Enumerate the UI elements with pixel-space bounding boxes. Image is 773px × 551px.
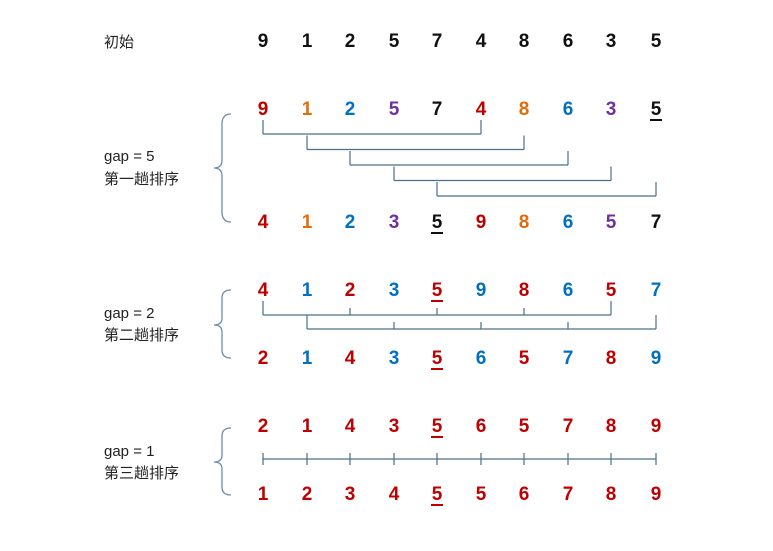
pass-1-after-value-5: 9: [476, 212, 487, 233]
pass-2-after-value-5: 6: [476, 348, 487, 369]
pass-3-after-value-6: 6: [519, 484, 530, 505]
pass-2-before-value-9: 7: [651, 280, 662, 301]
pass-2-after-value-2: 4: [345, 348, 356, 369]
pass-3-after-value-4: 5: [432, 484, 443, 505]
pass-1-after-value-0: 4: [258, 212, 269, 233]
pass-3-before-value-3: 3: [389, 416, 400, 437]
pass-1-brace: [213, 113, 232, 223]
pass-1-group-lines: [262, 120, 657, 197]
pass-2-after-row: 2 1 4 3 5 6 5 7 8 9: [258, 348, 662, 370]
pass-1: gap = 5 第一趟排序 9 1 2 5 7 4 8 6 3 5 4 1 2 3 5 9 8 6 5 7: [104, 99, 662, 234]
initial-value-8: 3: [606, 31, 617, 52]
pass-3-after-value-7: 7: [563, 484, 574, 505]
pass-3-after-value-0: 1: [258, 484, 269, 505]
initial-value-6: 8: [519, 31, 530, 52]
pass-1-before-value-5: 4: [476, 99, 487, 120]
pass-2-before-value-0: 4: [258, 280, 269, 301]
pass-2-before-value-1: 1: [302, 280, 313, 301]
pass-3-after-value-9: 9: [651, 484, 662, 505]
pass-3-gap-label: gap = 1: [104, 443, 154, 460]
initial-value-9: 5: [651, 31, 662, 52]
pass-3: gap = 1 第三趟排序 2 1 4 3 5 6 5 7 8 9 1 2 3 4 5 5 6 7 8 9: [104, 416, 662, 506]
initial-value-7: 6: [563, 31, 574, 52]
pass-2-after-value-0: 2: [258, 348, 269, 369]
initial-row: 9 1 2 5 7 4 8 6 3 5: [258, 31, 662, 52]
pass-2-group-lines: [262, 301, 657, 330]
pass-1-before-value-8: 3: [606, 99, 617, 120]
pass-1-before-value-1: 1: [302, 99, 313, 120]
pass-3-after-row: 1 2 3 4 5 5 6 7 8 9: [258, 484, 662, 506]
pass-2-before-value-7: 6: [563, 280, 574, 301]
initial-value-2: 2: [345, 31, 356, 52]
pass-3-brace: [213, 427, 232, 496]
pass-2-after-value-3: 3: [389, 348, 400, 369]
pass-2-after-value-4: 5: [432, 348, 443, 369]
pass-2-before-value-3: 3: [389, 280, 400, 301]
pass-1-before-value-6: 8: [519, 99, 530, 120]
pass-2: gap = 2 第二趟排序 4 1 2 3 5 9 8 6 5 7 2 1 4 3 5 6 5 7 8 9: [104, 280, 662, 370]
pass-2-before-value-4: 5: [432, 280, 443, 301]
pass-1-after-value-9: 7: [651, 212, 662, 233]
pass-2-before-value-8: 5: [606, 280, 617, 301]
pass-2-after-value-9: 9: [651, 348, 662, 369]
pass-3-before-row: 2 1 4 3 5 6 5 7 8 9: [258, 416, 662, 438]
initial-value-4: 7: [432, 31, 443, 52]
pass-1-before-value-3: 5: [389, 99, 400, 120]
initial-value-0: 9: [258, 31, 269, 52]
pass-3-after-value-1: 2: [302, 484, 313, 505]
pass-3-before-value-2: 4: [345, 416, 356, 437]
pass-2-before-value-5: 9: [476, 280, 487, 301]
pass-1-after-row: 4 1 2 3 5 9 8 6 5 7: [258, 212, 662, 234]
pass-1-before-value-7: 6: [563, 99, 574, 120]
pass-2-gap-label: gap = 2: [104, 305, 154, 322]
pass-1-before-value-0: 9: [258, 99, 269, 120]
pass-1-label: 第一趟排序: [104, 170, 179, 188]
pass-1-after-value-2: 2: [345, 212, 356, 233]
pass-3-after-value-5: 5: [476, 484, 487, 505]
pass-3-group-lines: [262, 453, 657, 465]
pass-3-before-value-4: 5: [432, 416, 443, 437]
pass-3-label: 第三趟排序: [104, 464, 179, 482]
pass-1-after-value-4: 5: [432, 212, 443, 233]
pass-3-after-value-3: 4: [389, 484, 400, 505]
pass-1-gap-label: gap = 5: [104, 148, 154, 165]
initial-value-1: 1: [302, 31, 313, 52]
initial-label: 初始: [104, 34, 134, 51]
pass-2-after-value-7: 7: [563, 348, 574, 369]
initial-value-5: 4: [476, 31, 487, 52]
pass-2-label: 第二趟排序: [104, 326, 179, 344]
pass-2-before-row: 4 1 2 3 5 9 8 6 5 7: [258, 280, 662, 302]
pass-1-after-value-3: 3: [389, 212, 400, 233]
pass-1-before-row: 9 1 2 5 7 4 8 6 3 5: [258, 99, 662, 121]
pass-1-after-value-7: 6: [563, 212, 574, 233]
pass-1-before-value-4: 7: [432, 99, 443, 120]
pass-1-before-value-9: 5: [651, 99, 662, 120]
pass-2-after-value-6: 5: [519, 348, 530, 369]
pass-1-before-value-2: 2: [345, 99, 356, 120]
pass-1-after-value-6: 8: [519, 212, 530, 233]
pass-2-after-value-1: 1: [302, 348, 313, 369]
pass-1-after-value-1: 1: [302, 212, 313, 233]
initial-value-3: 5: [389, 31, 400, 52]
pass-3-before-value-5: 6: [476, 416, 487, 437]
pass-3-before-value-9: 9: [651, 416, 662, 437]
pass-3-before-value-8: 8: [606, 416, 617, 437]
pass-3-before-value-7: 7: [563, 416, 574, 437]
pass-3-after-value-2: 3: [345, 484, 356, 505]
pass-2-before-value-2: 2: [345, 280, 356, 301]
pass-2-before-value-6: 8: [519, 280, 530, 301]
pass-2-brace: [213, 289, 232, 359]
pass-3-before-value-0: 2: [258, 416, 269, 437]
pass-3-before-value-6: 5: [519, 416, 530, 437]
pass-1-after-value-8: 5: [606, 212, 617, 233]
pass-3-before-value-1: 1: [302, 416, 313, 437]
pass-2-after-value-8: 8: [606, 348, 617, 369]
pass-3-after-value-8: 8: [606, 484, 617, 505]
